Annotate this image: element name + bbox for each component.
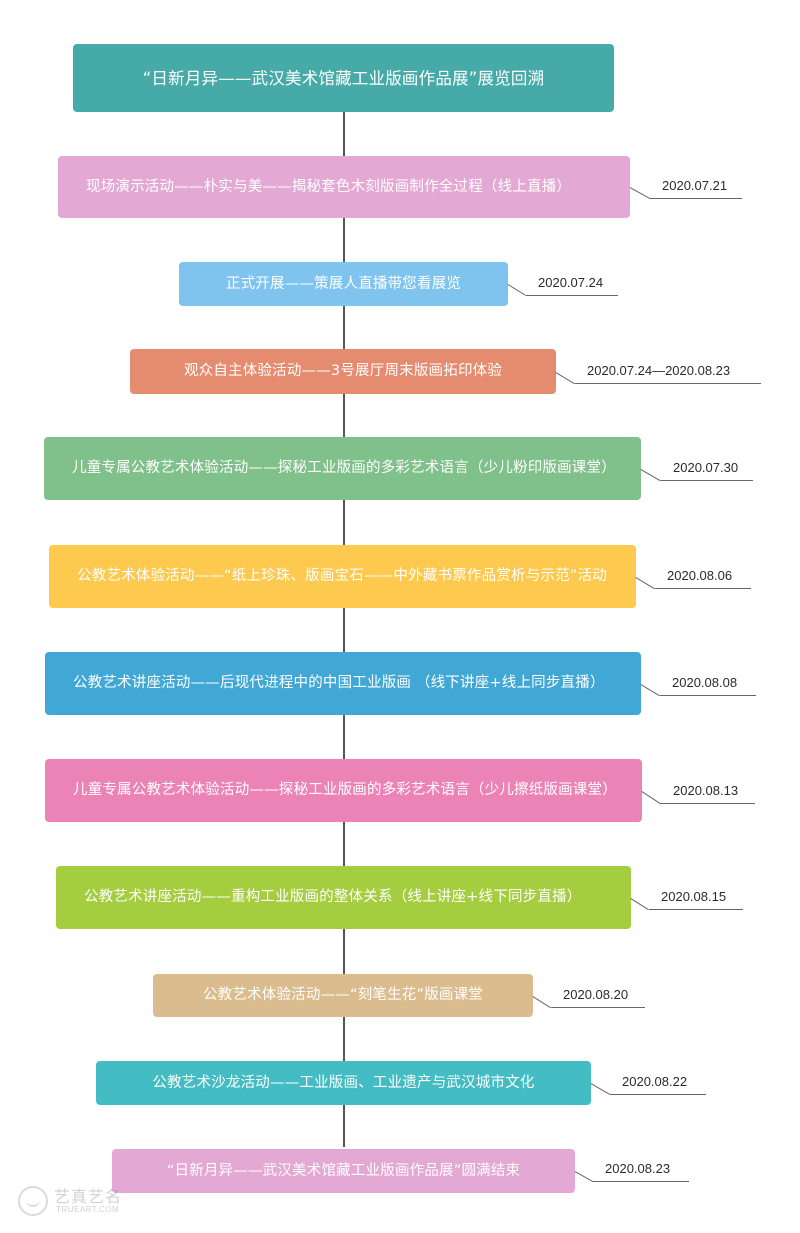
- date-connector: [640, 468, 661, 481]
- event-box: 儿童专属公教艺术体验活动——探秘工业版画的多彩艺术语言（少儿擦纸版画课堂）: [45, 759, 642, 822]
- event-date: 2020.07.30: [673, 460, 739, 475]
- date-connector: [629, 187, 650, 199]
- event-label: 现场演示活动——朴实与美——揭秘套色木刻版画制作全过程（线上直播）: [86, 178, 572, 195]
- event-label: 正式开展——策展人直播带您看展览: [225, 275, 462, 292]
- event-box: 公教艺术体验活动——“刻笔生花”版画课堂: [153, 974, 533, 1017]
- watermark: 艺真艺名 TRUEART.COM: [18, 1180, 158, 1224]
- event-label: 儿童专属公教艺术体验活动——探秘工业版画的多彩艺术语言（少儿擦纸版画课堂）: [73, 782, 617, 798]
- date-connector: [532, 995, 551, 1008]
- event-box: 儿童专属公教艺术体验活动——探秘工业版画的多彩艺术语言（少儿粉印版画课堂）: [44, 437, 641, 500]
- date-underline: [551, 1007, 645, 1008]
- event-box: 现场演示活动——朴实与美——揭秘套色木刻版画制作全过程（线上直播）: [58, 156, 630, 218]
- event-label: 公教艺术体验活动——“刻笔生花”版画课堂: [202, 987, 484, 1003]
- event-box: 正式开展——策展人直播带您看展览: [179, 262, 508, 306]
- event-label: 儿童专属公教艺术体验活动——探秘工业版画的多彩艺术语言（少儿粉印版画课堂）: [72, 460, 616, 476]
- date-connector: [555, 371, 575, 384]
- date-underline: [575, 383, 761, 384]
- event-date: 2020.07.24: [538, 275, 604, 290]
- event-label: 观众自主体验活动——3号展厅周末版画拓印体验: [183, 363, 503, 379]
- event-date: 2020.07.21: [662, 178, 728, 193]
- watermark-en: TRUEART.COM: [56, 1205, 120, 1214]
- event-date: 2020.08.22: [622, 1074, 688, 1089]
- event-label: 公教艺术讲座活动——重构工业版画的整体关系（线上讲座+线下同步直播）: [84, 889, 582, 905]
- event-box: 公教艺术沙龙活动——工业版画、工业遗产与武汉城市文化: [96, 1061, 591, 1105]
- watermark-cn: 艺真艺名: [54, 1187, 123, 1206]
- timeline-spine: [343, 112, 345, 1147]
- event-label: 公教艺术体验活动——“纸上珍珠、版画宝石——中外藏书票作品赏析与示范”活动: [77, 568, 607, 584]
- date-connector: [641, 790, 661, 804]
- date-underline: [650, 198, 742, 199]
- date-underline: [660, 695, 756, 696]
- event-box: 公教艺术体验活动——“纸上珍珠、版画宝石——中外藏书票作品赏析与示范”活动: [49, 545, 636, 608]
- date-underline: [610, 1094, 706, 1095]
- event-date: 2020.08.08: [672, 675, 738, 690]
- date-connector: [574, 1171, 593, 1182]
- event-date: 2020.08.20: [563, 987, 629, 1002]
- event-label: “日新月异——武汉美术馆藏工业版画作品展”圆满结束: [166, 1162, 521, 1179]
- event-box: 公教艺术讲座活动——后现代进程中的中国工业版画 （线下讲座+线上同步直播）: [45, 652, 641, 715]
- event-label: 公教艺术沙龙活动——工业版画、工业遗产与武汉城市文化: [152, 1074, 535, 1091]
- date-underline: [593, 1181, 689, 1182]
- date-underline: [649, 909, 743, 910]
- event-box: 观众自主体验活动——3号展厅周末版画拓印体验: [130, 349, 556, 394]
- date-connector: [507, 284, 526, 296]
- event-date: 2020.08.06: [667, 568, 733, 583]
- event-box: 公教艺术讲座活动——重构工业版画的整体关系（线上讲座+线下同步直播）: [56, 866, 631, 929]
- date-underline: [661, 803, 755, 804]
- event-box: “日新月异——武汉美术馆藏工业版画作品展”圆满结束: [112, 1149, 575, 1193]
- date-underline: [655, 588, 751, 589]
- event-date: 2020.08.23: [605, 1161, 671, 1176]
- date-connector: [640, 683, 660, 696]
- date-underline: [526, 295, 618, 296]
- timeline-title: “日新月异——武汉美术馆藏工业版画作品展”展览回溯: [73, 44, 614, 112]
- date-connector: [635, 576, 655, 589]
- date-connector: [630, 897, 649, 910]
- event-date: 2020.08.15: [661, 889, 727, 904]
- date-connector: [590, 1083, 610, 1095]
- event-label: 公教艺术讲座活动——后现代进程中的中国工业版画 （线下讲座+线上同步直播）: [73, 675, 605, 691]
- event-date: 2020.08.13: [673, 783, 739, 798]
- event-date: 2020.07.24—2020.08.23: [587, 363, 731, 378]
- watermark-logo-icon: [18, 1186, 48, 1216]
- date-underline: [661, 480, 753, 481]
- title-text: “日新月异——武汉美术馆藏工业版画作品展”展览回溯: [142, 68, 545, 88]
